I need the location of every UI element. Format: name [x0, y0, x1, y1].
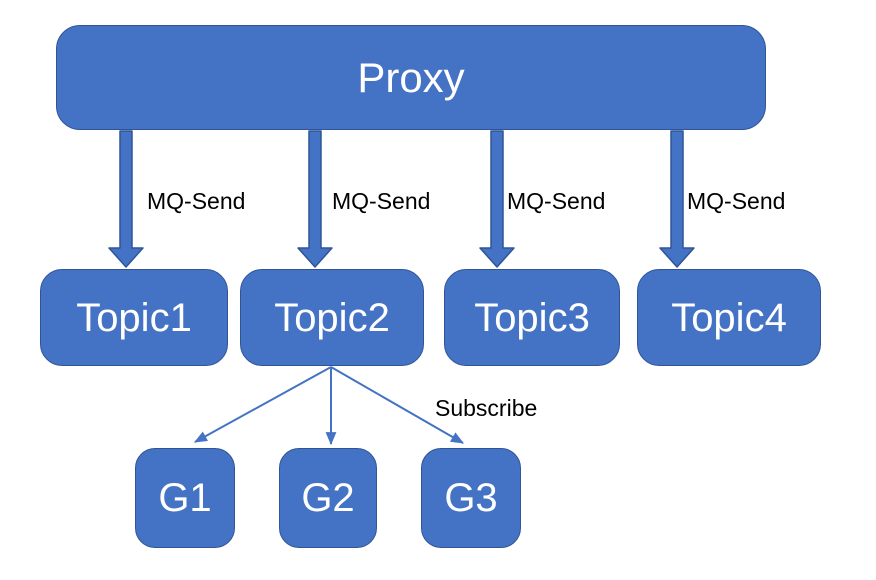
g3-label: G3 — [444, 476, 498, 520]
topic1-label: Topic1 — [76, 295, 192, 340]
g1-node: G1 — [135, 448, 235, 548]
g3-node: G3 — [421, 448, 521, 548]
topic4-label: Topic4 — [671, 295, 787, 340]
topic4-node: Topic4 — [637, 269, 821, 366]
topic3-label: Topic3 — [474, 295, 590, 340]
proxy-node: Proxy — [56, 25, 766, 130]
mq-send-label-4: MQ-Send — [687, 188, 786, 214]
mq-send-label-1: MQ-Send — [147, 188, 246, 214]
send-arrow-topic2 — [297, 130, 333, 268]
subscribe-arrow-g1 — [194, 366, 332, 443]
topic2-label: Topic2 — [274, 295, 390, 340]
g2-node: G2 — [279, 448, 377, 548]
proxy-label: Proxy — [357, 53, 465, 101]
topic2-node: Topic2 — [240, 269, 424, 366]
mq-send-label-3: MQ-Send — [507, 188, 606, 214]
subscribe-label: Subscribe — [435, 395, 538, 421]
g2-label: G2 — [301, 476, 355, 520]
mq-send-label-2: MQ-Send — [332, 188, 431, 214]
send-arrow-topic1 — [108, 130, 144, 268]
topic3-node: Topic3 — [444, 269, 620, 366]
topic1-node: Topic1 — [40, 269, 228, 366]
g1-label: G1 — [158, 476, 212, 520]
